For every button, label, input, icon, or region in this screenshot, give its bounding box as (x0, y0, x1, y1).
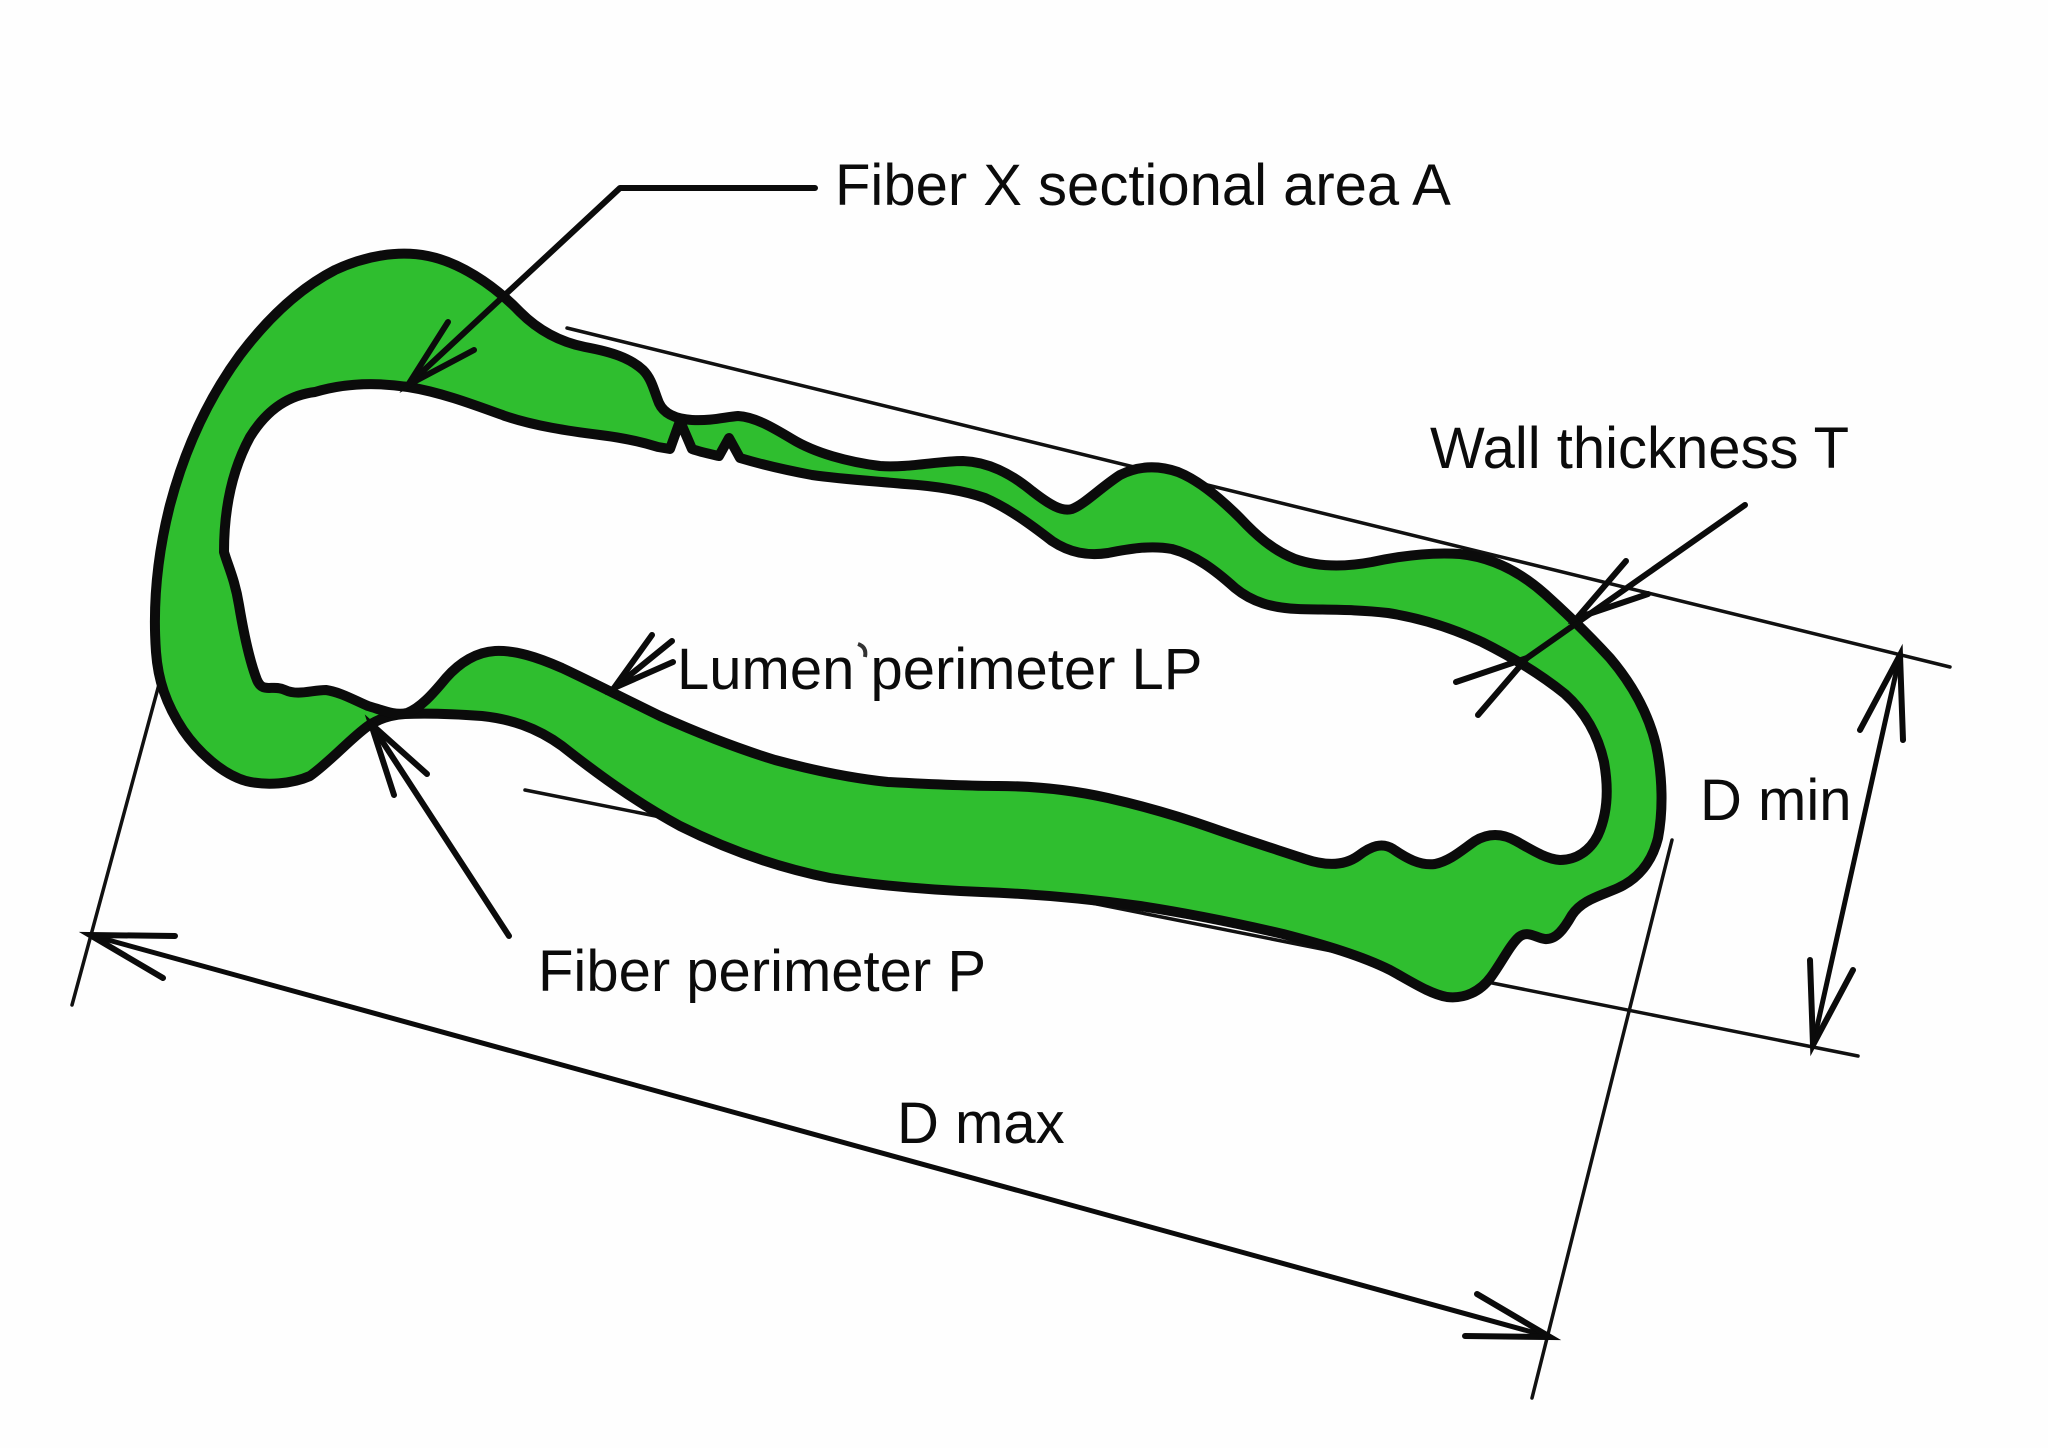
label-fiber-perimeter: Fiber perimeter P (538, 939, 986, 1004)
fiber-perimeter-arrowhead-icon (364, 714, 430, 798)
wall-thickness-leader-line (1524, 502, 1748, 661)
dmax-arrowhead-right-icon (1462, 1291, 1562, 1341)
wall-thickness-outer-arrowhead-icon (1567, 558, 1651, 625)
dmin-dimension (1807, 643, 1906, 1057)
dmin-arrowhead-bottom-icon (1807, 957, 1856, 1057)
sectional-area-leader-line (405, 185, 818, 388)
lumen-perimeter-leader-line (611, 638, 675, 691)
label-d-max: D max (897, 1091, 1065, 1156)
dmax-arrowhead-left-icon (78, 931, 178, 981)
sectional-area-arrowhead-icon (399, 319, 477, 393)
fiber-perimeter-leader-line (368, 721, 512, 939)
label-lumen-perimeter: Lumen perimeter LP (677, 637, 1202, 702)
diagram-labels: Fiber X sectional area A Wall thickness … (538, 153, 1851, 1156)
leader-arrows (364, 185, 1748, 939)
wall-thickness-inner-arrowhead-icon (1453, 651, 1537, 718)
dmin-arrowhead-top-icon (1857, 643, 1906, 743)
label-wall-thickness: Wall thickness T (1430, 416, 1849, 481)
lumen-boundary (219, 379, 1612, 870)
label-sectional-area: Fiber X sectional area A (835, 153, 1451, 218)
upper-tangent-line (565, 326, 1952, 669)
dmax-extension-line-right (1530, 838, 1674, 1400)
dmin-dimension-line (1810, 652, 1903, 1048)
dmax-dimension-line (87, 932, 1553, 1340)
lumen-perimeter-arrowhead-icon (605, 632, 676, 696)
scan-speck (857, 642, 868, 658)
dmax-dimension (78, 931, 1562, 1341)
label-d-min: D min (1700, 768, 1851, 833)
